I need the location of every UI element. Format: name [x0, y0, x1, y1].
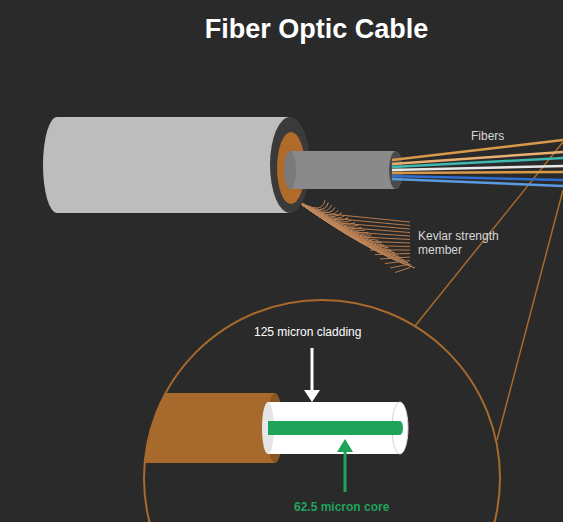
cladding-arrow	[304, 348, 320, 402]
dimension-label: 62.5 micron core	[294, 500, 389, 514]
dimension-label: 125 micron cladding	[254, 325, 361, 339]
part-label: Kevlar strength member	[418, 229, 518, 257]
leader-line	[497, 190, 563, 440]
title: Fiber Optic Cable	[0, 14, 563, 45]
core-end	[397, 421, 403, 435]
core-arrow	[337, 439, 353, 492]
buffer-tube-start	[284, 151, 296, 189]
part-label: Fibers	[471, 129, 504, 143]
buffer-tube	[290, 151, 396, 189]
cable-jacket	[43, 117, 290, 213]
fiber-cladding	[268, 402, 400, 454]
fiber-coating	[140, 393, 275, 463]
fibers	[392, 140, 563, 186]
fiber-core	[268, 421, 400, 435]
